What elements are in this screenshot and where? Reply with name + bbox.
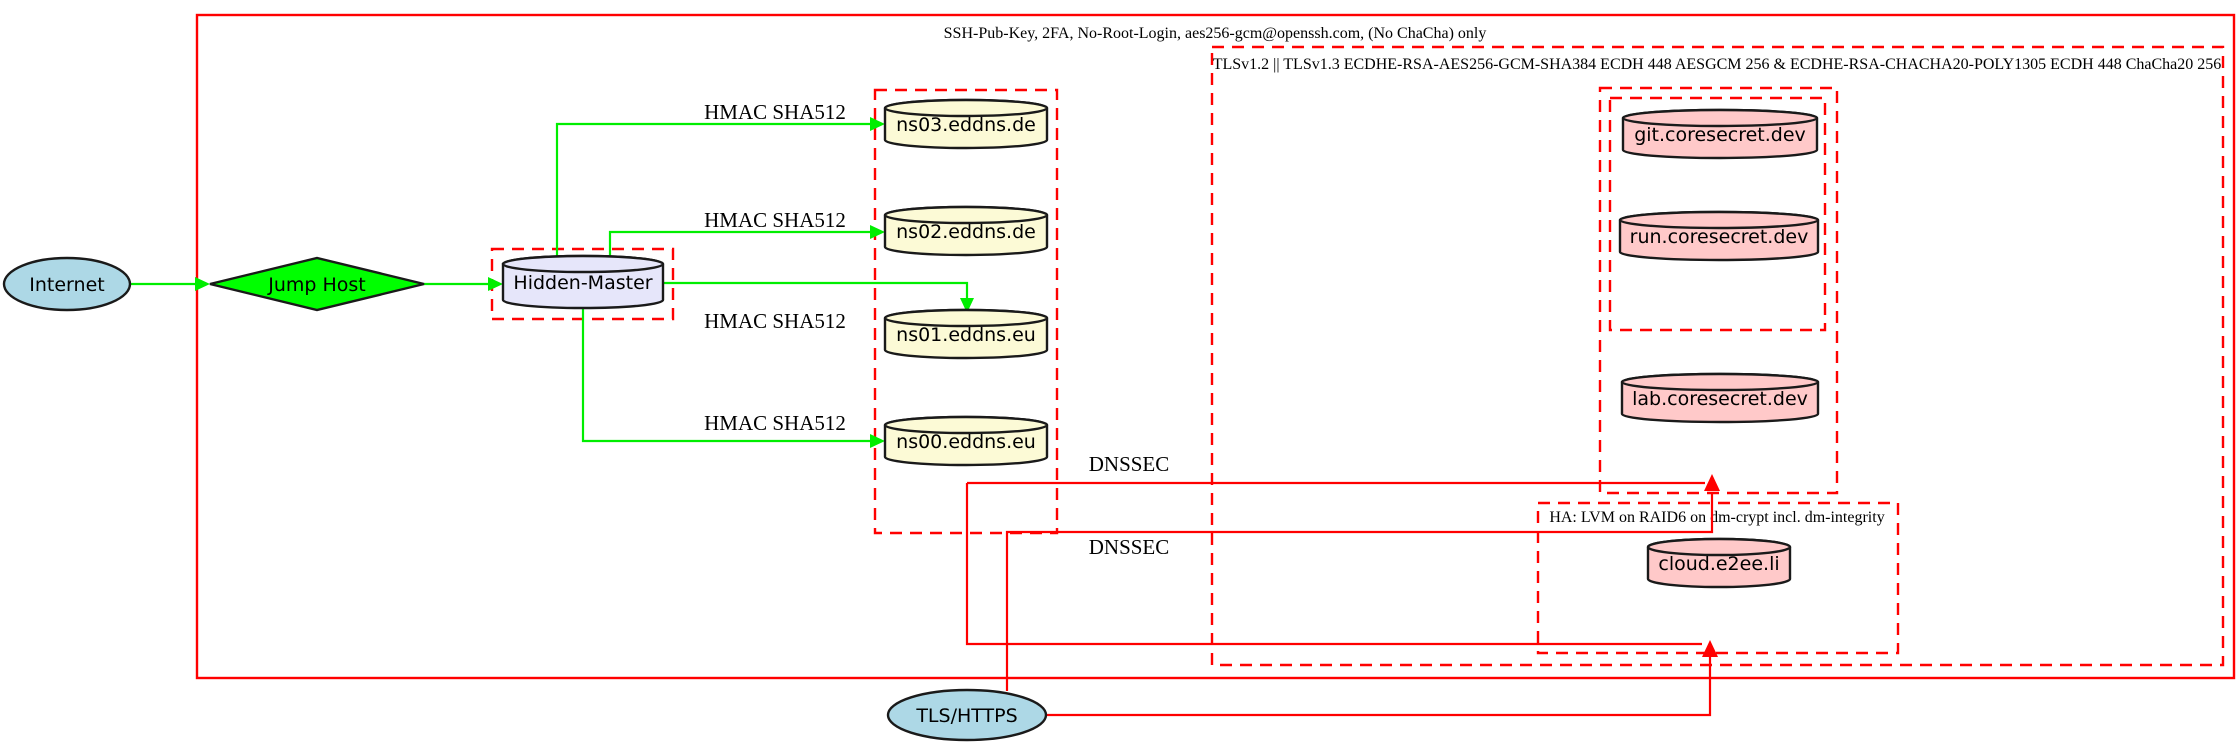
edge-label-hmac-4: HMAC SHA512 bbox=[704, 411, 846, 435]
arrowhead-right-icon bbox=[870, 225, 885, 239]
edge-tlshttps-ha bbox=[1046, 640, 1718, 717]
cylinder-top-icon bbox=[1646, 537, 1792, 557]
tls-https-ellipse bbox=[886, 688, 1048, 742]
edge-eddns-ha-dnssec bbox=[965, 483, 1702, 646]
node-hidden-master: Hidden-Master bbox=[501, 254, 665, 310]
node-hidden-master-label: Hidden-Master bbox=[513, 272, 652, 294]
cluster-ha-box bbox=[1536, 501, 1900, 655]
node-ns00: ns00.eddns.eu bbox=[883, 415, 1049, 467]
edge-hiddenmaster-ns01 bbox=[663, 281, 974, 313]
edge-tlshttps-coresecret bbox=[1005, 474, 1720, 691]
edge-internet-jumphost bbox=[130, 277, 210, 291]
node-cloud-label: cloud.e2ee.li bbox=[1658, 553, 1779, 575]
node-tls-https: TLS/HTTPS bbox=[886, 688, 1048, 742]
edge-label-dnssec-1: DNSSEC bbox=[1089, 452, 1170, 476]
cluster-ssh-box bbox=[195, 13, 2236, 680]
cylinder-top-icon bbox=[501, 254, 665, 274]
cylinder-top-icon bbox=[1618, 210, 1820, 230]
cluster-tls-label: TLSv1.2 || TLSv1.3 ECDHE-RSA-AES256-GCM-… bbox=[1213, 56, 2222, 73]
internet-ellipse bbox=[2, 256, 132, 312]
edge-label-hmac-3: HMAC SHA512 bbox=[704, 309, 846, 333]
node-git-label: git.coresecret.dev bbox=[1634, 124, 1806, 146]
cluster-coresecret-inner-box bbox=[1608, 96, 1827, 332]
node-jump-host-label: Jump Host bbox=[267, 274, 366, 296]
edge-label-dnssec-2: DNSSEC bbox=[1089, 535, 1170, 559]
cylinder-top-icon bbox=[1621, 108, 1819, 128]
arrowhead-right-icon bbox=[870, 117, 885, 131]
cluster-tls-box bbox=[1210, 45, 2225, 667]
node-internet-label: Internet bbox=[29, 274, 104, 296]
arrowhead-right-icon bbox=[195, 277, 210, 291]
arrowhead-up-icon bbox=[1702, 640, 1718, 657]
edge-hiddenmaster-ns02 bbox=[608, 225, 885, 257]
arrowhead-right-icon bbox=[870, 434, 885, 448]
node-ns02: ns02.eddns.de bbox=[883, 205, 1049, 257]
edge-label-hmac-1: HMAC SHA512 bbox=[704, 100, 846, 124]
cylinder-top-icon bbox=[1620, 372, 1820, 392]
cylinder-top-icon bbox=[883, 415, 1049, 435]
node-ns02-label: ns02.eddns.de bbox=[896, 221, 1036, 243]
edge-hiddenmaster-ns00 bbox=[581, 309, 885, 448]
node-lab: lab.coresecret.dev bbox=[1620, 372, 1820, 424]
node-ns03-label: ns03.eddns.de bbox=[896, 114, 1036, 136]
jump-host-diamond bbox=[209, 256, 425, 312]
node-ns00-label: ns00.eddns.eu bbox=[896, 431, 1036, 453]
cylinder-top-icon bbox=[883, 205, 1049, 225]
cluster-coresecret-outer-box bbox=[1598, 86, 1839, 495]
node-run-label: run.coresecret.dev bbox=[1630, 226, 1809, 248]
edge-jumphost-hiddenmaster bbox=[424, 277, 503, 291]
node-ns01-label: ns01.eddns.eu bbox=[896, 324, 1036, 346]
edge-label-hmac-2: HMAC SHA512 bbox=[704, 208, 846, 232]
node-jump-host: Jump Host bbox=[209, 256, 425, 312]
edge-hiddenmaster-ns03 bbox=[555, 117, 885, 257]
cluster-ha-label: HA: LVM on RAID6 on dm-crypt incl. dm-in… bbox=[1549, 509, 1884, 526]
cluster-eddns-box bbox=[873, 88, 1059, 535]
node-run: run.coresecret.dev bbox=[1618, 210, 1820, 262]
node-internet: Internet bbox=[2, 256, 132, 312]
node-ns01: ns01.eddns.eu bbox=[883, 308, 1049, 360]
arrowhead-down-icon bbox=[960, 298, 974, 313]
node-git: git.coresecret.dev bbox=[1621, 108, 1819, 160]
node-lab-label: lab.coresecret.dev bbox=[1632, 388, 1808, 410]
node-cloud: cloud.e2ee.li bbox=[1646, 537, 1792, 589]
node-tls-https-label: TLS/HTTPS bbox=[915, 705, 1017, 727]
cluster-ssh-label: SSH-Pub-Key, 2FA, No-Root-Login, aes256-… bbox=[944, 25, 1487, 42]
cylinder-top-icon bbox=[883, 308, 1049, 328]
arrowhead-up-icon bbox=[1704, 474, 1720, 491]
node-ns03: ns03.eddns.de bbox=[883, 98, 1049, 150]
cylinder-top-icon bbox=[883, 98, 1049, 118]
arrowhead-right-icon bbox=[488, 277, 503, 291]
